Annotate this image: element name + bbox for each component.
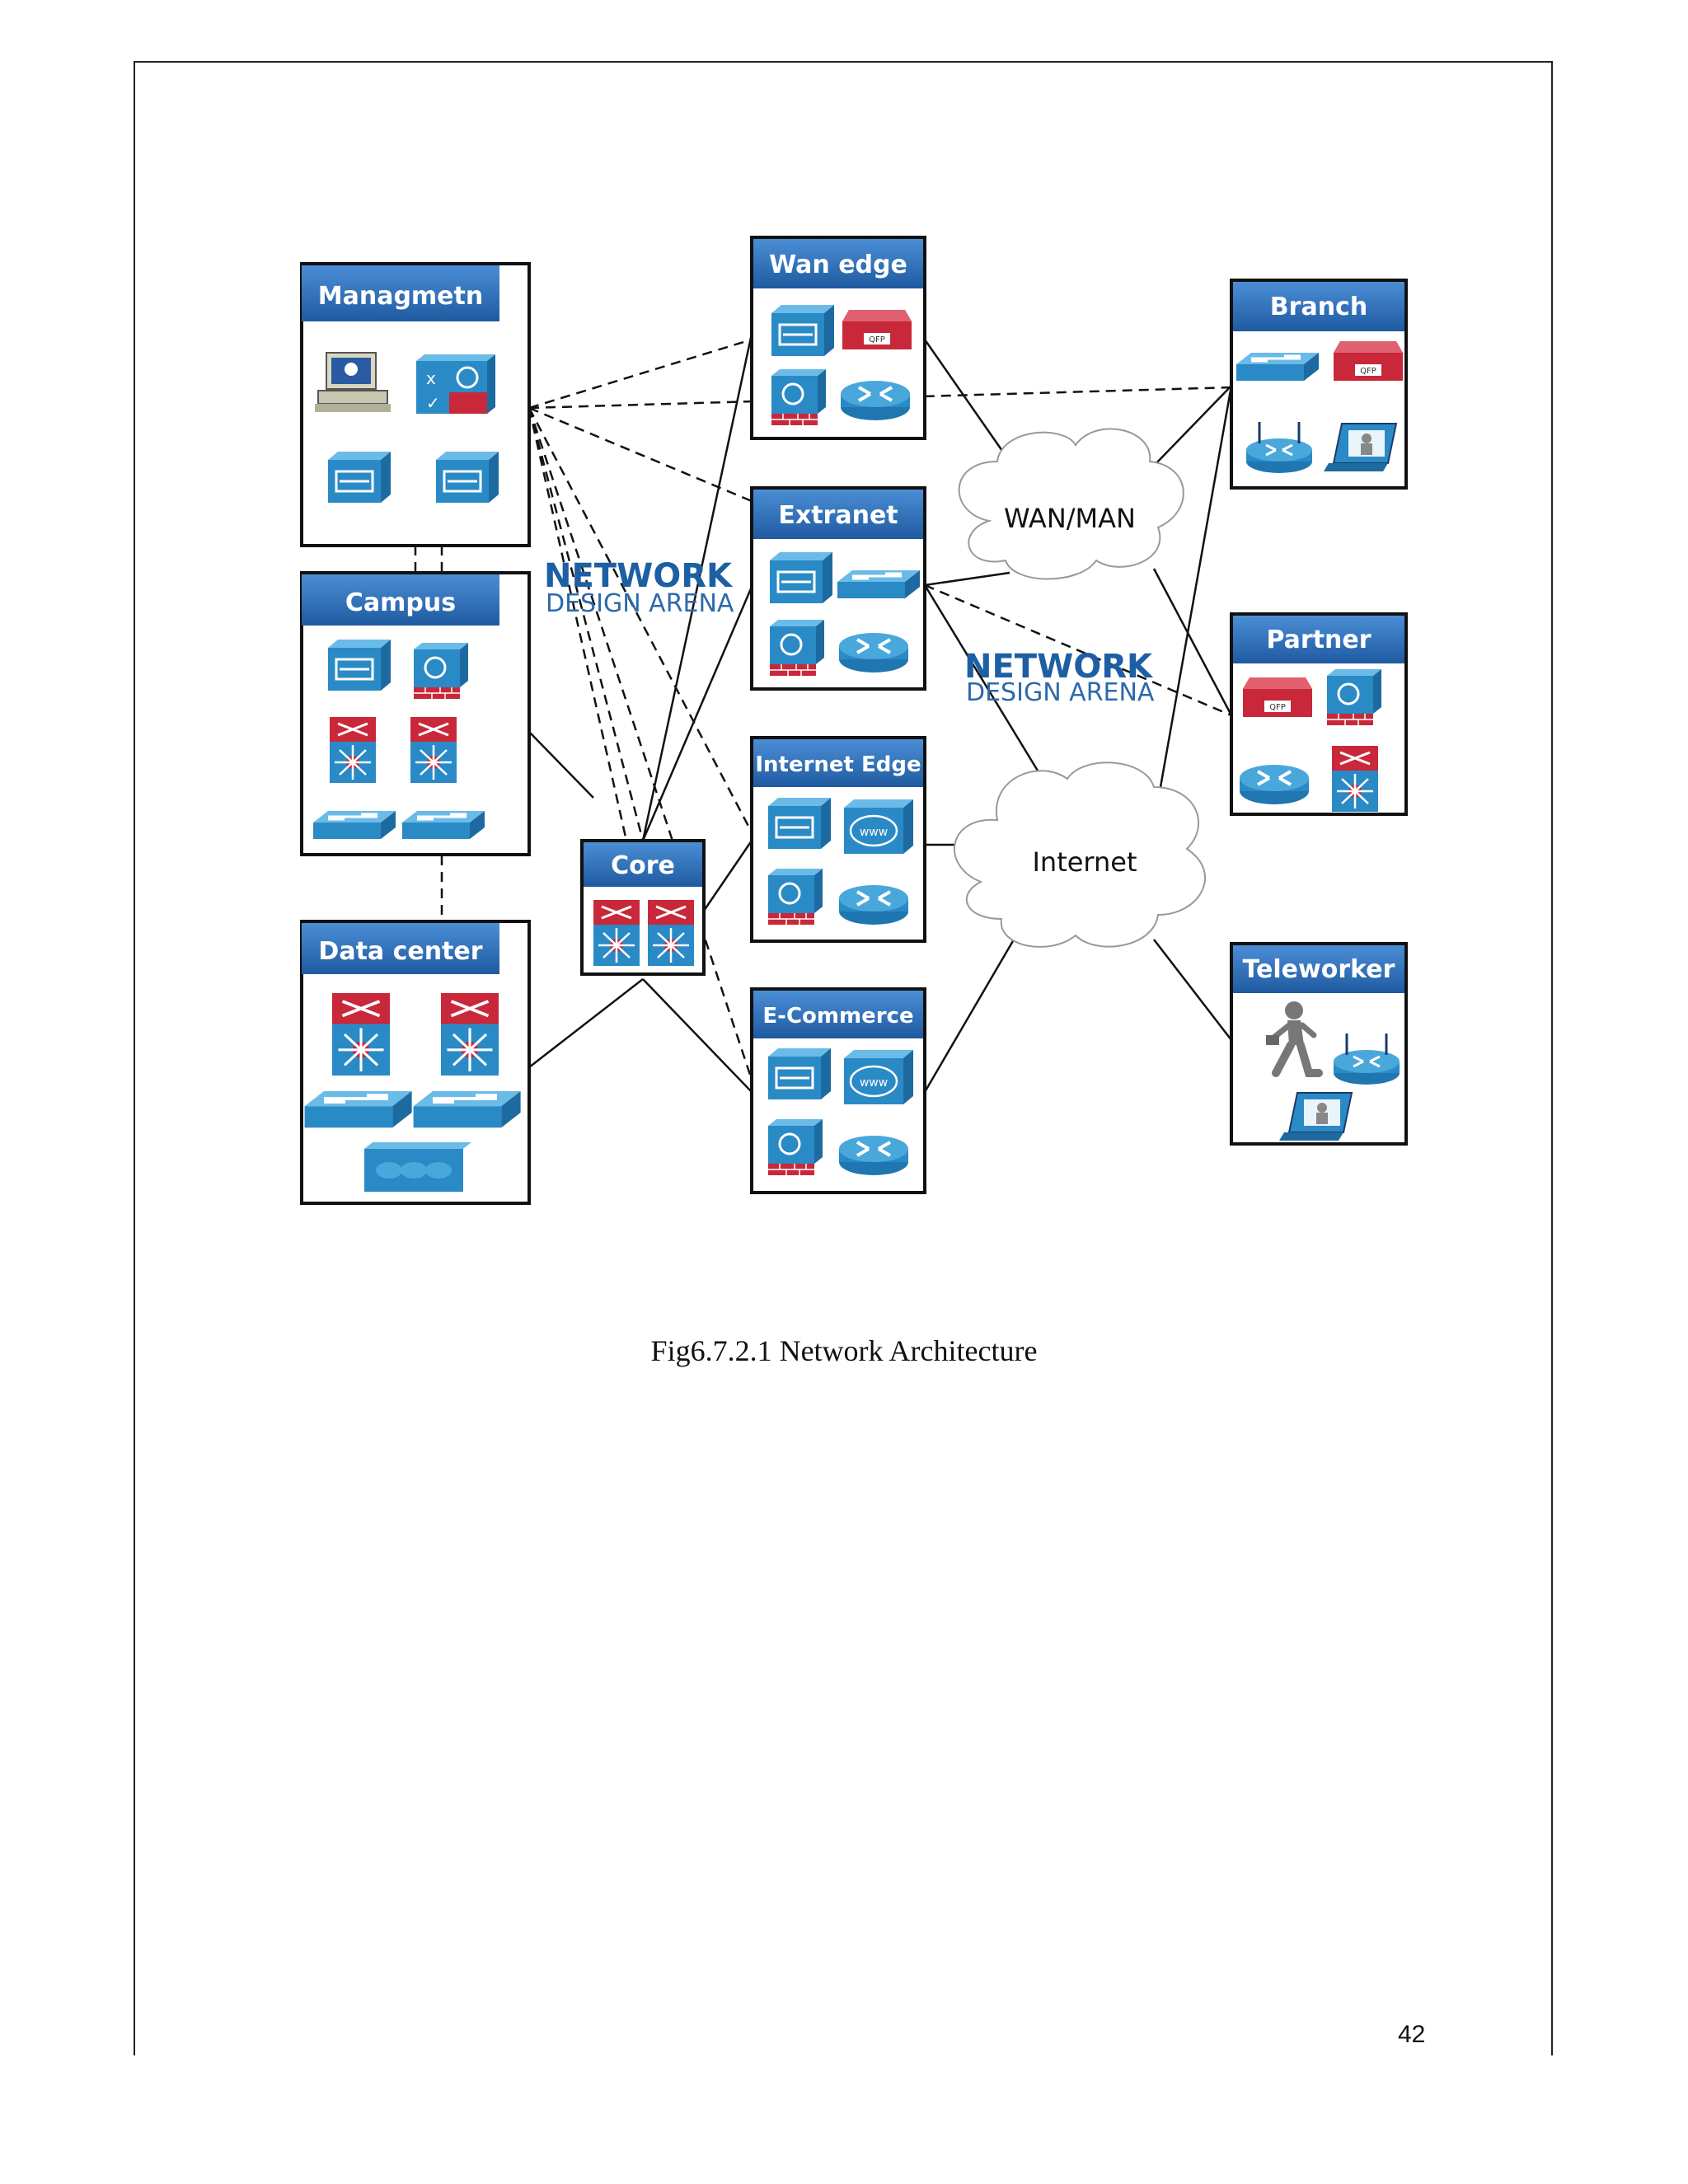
- teleworker-title: Teleworker: [1243, 955, 1395, 984]
- solid-connections: [528, 333, 1233, 1093]
- link-wan-branch: [1153, 385, 1232, 466]
- internet-edge-title: Internet Edge: [755, 752, 921, 777]
- branch-title: Branch: [1270, 293, 1367, 321]
- node-management: Managmetn x ✓: [300, 262, 531, 547]
- page-number: 42: [1398, 2021, 1426, 2048]
- extranet-title: Extranet: [778, 501, 898, 530]
- link-datacenter-core: [528, 978, 644, 1068]
- management-database-icon: [434, 450, 500, 504]
- mgmt-ecommerce: [528, 407, 753, 1080]
- wan-edge-qfp-router-icon: QFP: [842, 310, 912, 349]
- watermark-1-line2: DESIGN ARENA: [546, 589, 734, 618]
- watermark-2-line1: NETWORK: [964, 648, 1154, 686]
- node-core: Core: [580, 839, 706, 976]
- node-ecommerce: E-Commerce: [750, 987, 926, 1194]
- management-title: Managmetn: [318, 282, 483, 311]
- svg-text:x: x: [426, 368, 436, 388]
- mgmt-core-2: [528, 407, 628, 841]
- extranet-switch-icon: [836, 569, 921, 600]
- wan-man-label: WAN/MAN: [1004, 503, 1136, 534]
- node-data-center: Data center: [300, 920, 531, 1205]
- campus-switch-2-icon: [401, 809, 486, 841]
- node-extranet: Extranet: [750, 486, 926, 691]
- wan-edge-appliance-icon: [770, 303, 836, 358]
- watermark-2-line2: DESIGN ARENA: [966, 678, 1155, 707]
- internet-cloud: Internet: [953, 762, 1206, 948]
- extranet-router-icon: [837, 631, 910, 674]
- dashed-connections: [414, 338, 1232, 1080]
- wan-edge-router-icon: [839, 379, 912, 422]
- partner-ml-switch-icon: [1330, 744, 1380, 813]
- internet-edge-appliance-icon: [767, 796, 832, 851]
- link-core-ecommerce: [642, 978, 753, 1093]
- link-core-internetedge: [701, 840, 753, 914]
- partner-qfp-router-icon: QFP: [1243, 677, 1312, 717]
- dc-fabric-switch-1-icon: [302, 1090, 414, 1130]
- campus-title: Campus: [345, 588, 456, 617]
- dc-storage-icon: [364, 1142, 471, 1192]
- network-architecture-diagram: QFP www: [300, 236, 1408, 1205]
- internet-edge-router-icon: [837, 883, 910, 926]
- node-wan-edge: Wan edge QFP: [750, 236, 926, 440]
- mgmt-core: [528, 407, 645, 841]
- node-internet-edge: Internet Edge: [750, 736, 926, 943]
- management-accelerator-icon: [326, 450, 392, 504]
- ecommerce-title: E-Commerce: [762, 1004, 913, 1029]
- dc-core-switch-2-icon: [439, 991, 500, 1077]
- link-campus-core: [528, 731, 594, 799]
- campus-appliance-icon: [326, 638, 392, 692]
- core-switch-2-icon: [646, 898, 696, 968]
- mgmt-internetedge: [528, 407, 753, 833]
- node-partner: Partner QFP: [1230, 612, 1408, 816]
- mgmt-extranet: [528, 406, 753, 503]
- watermark-1: NETWORK DESIGN ARENA: [544, 557, 734, 618]
- watermark-2: NETWORK DESIGN ARENA: [964, 648, 1155, 707]
- extranet-partner: [924, 583, 1232, 717]
- qfp-badge-2: QFP: [1360, 367, 1376, 376]
- svg-text:✓: ✓: [426, 393, 440, 413]
- link-extranet-internet: [923, 584, 1044, 780]
- page-frame: [134, 61, 1553, 2055]
- link-extranet-wan: [924, 571, 1010, 587]
- link-wanedge-wan: [923, 339, 1011, 462]
- link-ecommerce-internet: [923, 939, 1015, 1093]
- figure-caption: Fig6.7.2.1 Network Architecture: [650, 1334, 1038, 1367]
- partner-router-icon: [1238, 763, 1311, 806]
- data-center-title: Data center: [318, 937, 482, 966]
- campus-ml-switch-1-icon: [328, 715, 377, 785]
- dc-core-switch-1-icon: [331, 991, 392, 1077]
- node-campus: Campus: [300, 571, 531, 856]
- node-teleworker: Teleworker: [1230, 942, 1408, 1146]
- link-internet-teleworker: [1153, 939, 1232, 1041]
- mgmt-wanedge: [528, 338, 753, 410]
- internet-edge-www-icon: [842, 798, 915, 855]
- management-terminal-icon: [315, 352, 391, 412]
- node-branch: Branch QFP: [1230, 279, 1408, 490]
- management-monitor-icon: x ✓: [416, 354, 495, 414]
- link-wan-partner: [1152, 568, 1233, 716]
- wan-man-cloud: WAN/MAN: [958, 428, 1184, 580]
- qfp-badge-1: QFP: [869, 335, 885, 344]
- core-title: Core: [611, 851, 675, 880]
- ecommerce-www-icon: [842, 1048, 915, 1106]
- partner-title: Partner: [1266, 626, 1371, 654]
- link-core-extranet: [641, 586, 753, 841]
- wan-edge-title: Wan edge: [769, 251, 907, 279]
- link-internet-branch: [1159, 385, 1233, 788]
- dc-fabric-switch-2-icon: [411, 1090, 523, 1130]
- ecommerce-router-icon: [837, 1134, 910, 1177]
- teleworker-person-icon: [1266, 1001, 1323, 1077]
- branch-switch-icon: [1235, 351, 1320, 382]
- campus-switch-1-icon: [312, 809, 397, 841]
- branch-qfp-router-icon: QFP: [1334, 341, 1403, 381]
- link-core-wanedge: [641, 333, 753, 841]
- campus-ml-switch-2-icon: [409, 715, 458, 785]
- internet-label: Internet: [1032, 846, 1137, 878]
- watermark-1-line1: NETWORK: [544, 557, 734, 595]
- extranet-appliance-icon: [768, 551, 834, 605]
- ecommerce-appliance-icon: [767, 1047, 832, 1101]
- qfp-badge-3: QFP: [1269, 703, 1286, 712]
- core-switch-1-icon: [592, 898, 641, 968]
